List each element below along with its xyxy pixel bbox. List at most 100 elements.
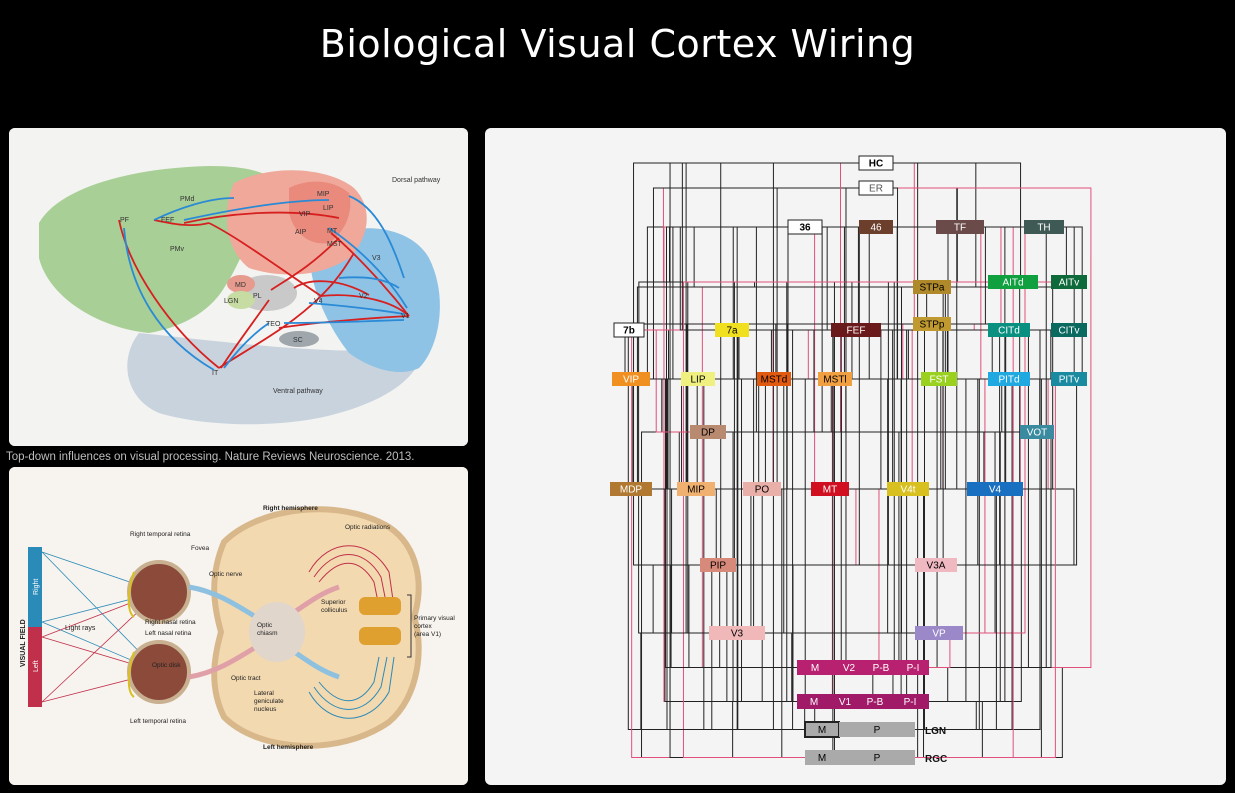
figure-caption: Top-down influences on visual processing… xyxy=(6,451,415,463)
wiring-connection xyxy=(693,226,932,288)
light-rays-label: Light rays xyxy=(65,625,96,632)
superior-colliculus-label-1: Superior xyxy=(321,599,346,606)
node-label-pip: PIP xyxy=(710,561,726,572)
node-label-vp: VP xyxy=(932,629,946,640)
node-box-v1 xyxy=(831,694,859,709)
dorsal-core xyxy=(289,181,351,244)
wiring-connection xyxy=(662,187,1013,283)
wiring-connection xyxy=(732,329,1069,380)
lgn-label-2: geniculate xyxy=(254,698,284,705)
wiring-connection xyxy=(652,564,737,634)
node-box-v2pb xyxy=(865,660,897,675)
node-box-aitv xyxy=(1051,275,1087,289)
node-box-mdp xyxy=(610,482,652,496)
node-box-rgcm xyxy=(805,750,839,765)
node-label-v1pb: P-B xyxy=(867,697,884,708)
node-label-n36: 36 xyxy=(799,223,811,234)
wiring-connection xyxy=(646,226,1009,380)
node-box-stpa xyxy=(913,280,951,294)
node-label-v1m: M xyxy=(810,697,818,708)
node-label-lgnp: P xyxy=(874,725,881,736)
right-eye xyxy=(127,560,191,624)
wiring-connection xyxy=(939,378,1037,433)
node-label-v4: V4 xyxy=(989,485,1002,496)
node-box-mstl xyxy=(818,372,852,386)
optic-radiations xyxy=(308,545,395,719)
node-label-fef: FEF xyxy=(847,326,866,337)
area-v2: V2 xyxy=(359,293,368,300)
wiring-connection xyxy=(698,226,805,380)
node-label-stpp: STPp xyxy=(919,320,944,331)
wiring-connection xyxy=(896,226,1044,380)
area-v4: V4 xyxy=(314,298,323,305)
visual-pathway-panel: VISUAL FIELD Right Left Light rays xyxy=(9,467,468,785)
area-lgn: LGN xyxy=(224,298,238,305)
wiring-connection xyxy=(835,378,1021,490)
node-box-rgcp xyxy=(839,750,915,765)
node-label-pitv: PITv xyxy=(1059,375,1080,386)
optic-tract-label: Optic tract xyxy=(231,675,261,682)
node-box-n7b xyxy=(613,322,645,338)
optic-nerve-label: Optic nerve xyxy=(209,571,243,578)
node-label-n7a: 7a xyxy=(726,326,738,337)
wiring-connection xyxy=(670,564,936,668)
node-box-stpp xyxy=(913,317,951,331)
node-box-v1pi xyxy=(891,694,929,709)
node-box-pitd xyxy=(988,372,1030,386)
node-label-lip: LIP xyxy=(690,375,705,386)
optic-chiasm xyxy=(249,602,305,662)
wiring-connection xyxy=(718,378,1078,566)
optic-chiasm-label-2: chiasm xyxy=(257,630,278,637)
node-label-mstd: MSTd xyxy=(761,375,788,386)
right-nasal-retina-label: Right nasal retina xyxy=(145,619,196,626)
wiring-connection xyxy=(631,187,899,380)
node-label-hc: HC xyxy=(869,159,883,170)
area-md: MD xyxy=(235,282,246,289)
node-label-n46: 46 xyxy=(870,223,882,234)
node-box-er xyxy=(858,180,894,196)
wiring-connection xyxy=(822,323,932,758)
wiring-connection xyxy=(875,378,1009,702)
node-label-vot: VOT xyxy=(1027,428,1048,439)
node-box-mip xyxy=(677,482,715,496)
md-nucleus xyxy=(227,275,255,293)
area-it: IT xyxy=(212,370,219,377)
v1-right xyxy=(359,597,401,615)
node-box-mt xyxy=(811,482,849,496)
node-label-fst: FST xyxy=(930,375,949,386)
wiring-connection xyxy=(631,187,876,380)
temporal-lobe xyxy=(127,333,425,425)
ventral-pathway-label: Ventral pathway xyxy=(273,388,323,395)
node-box-th xyxy=(1024,220,1064,234)
right-hemisphere-label: Right hemisphere xyxy=(263,505,318,512)
wiring-connection xyxy=(736,226,876,730)
node-box-lip xyxy=(681,372,715,386)
node-label-rgcp: P xyxy=(874,753,881,764)
area-mip: MIP xyxy=(317,191,330,198)
node-label-mstl: MSTl xyxy=(823,375,846,386)
wiring-connection xyxy=(708,431,939,634)
node-label-mip: MIP xyxy=(687,485,705,496)
wiring-connection xyxy=(876,187,1013,283)
left-field-label: Left xyxy=(33,660,40,672)
wiring-connection xyxy=(665,226,960,490)
wiring-connection xyxy=(719,564,936,668)
wiring-connection xyxy=(804,378,939,702)
wiring-connection xyxy=(686,323,932,490)
area-mst: MST xyxy=(327,241,343,248)
node-box-vot xyxy=(1020,425,1054,439)
visual-field-label: VISUAL FIELD xyxy=(20,619,27,667)
node-box-pip xyxy=(700,558,736,572)
wiring-connection xyxy=(629,329,774,490)
node-box-pitv xyxy=(1051,372,1087,386)
optic-radiations-label: Optic radiations xyxy=(345,524,391,531)
node-label-rgcm: M xyxy=(818,753,826,764)
wiring-connection xyxy=(753,378,1069,634)
wiring-connection xyxy=(822,667,1063,758)
wiring-connection xyxy=(696,488,925,758)
wiring-connection xyxy=(781,488,908,758)
node-box-v3a xyxy=(915,558,957,572)
node-label-v1pi: P-I xyxy=(904,697,917,708)
